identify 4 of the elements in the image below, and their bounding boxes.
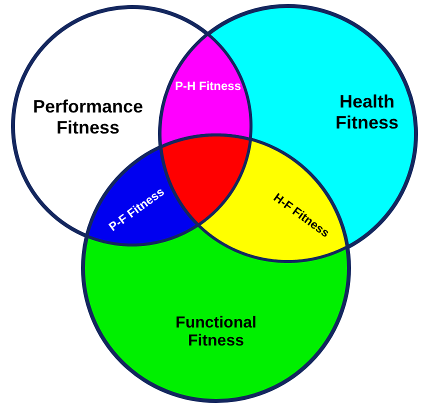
region-label: Health Fitness [334,91,400,133]
region-label: P-H Fitness [175,80,241,94]
region-label: Performance Fitness [32,96,144,138]
region-label: Functional Fitness [174,314,258,352]
